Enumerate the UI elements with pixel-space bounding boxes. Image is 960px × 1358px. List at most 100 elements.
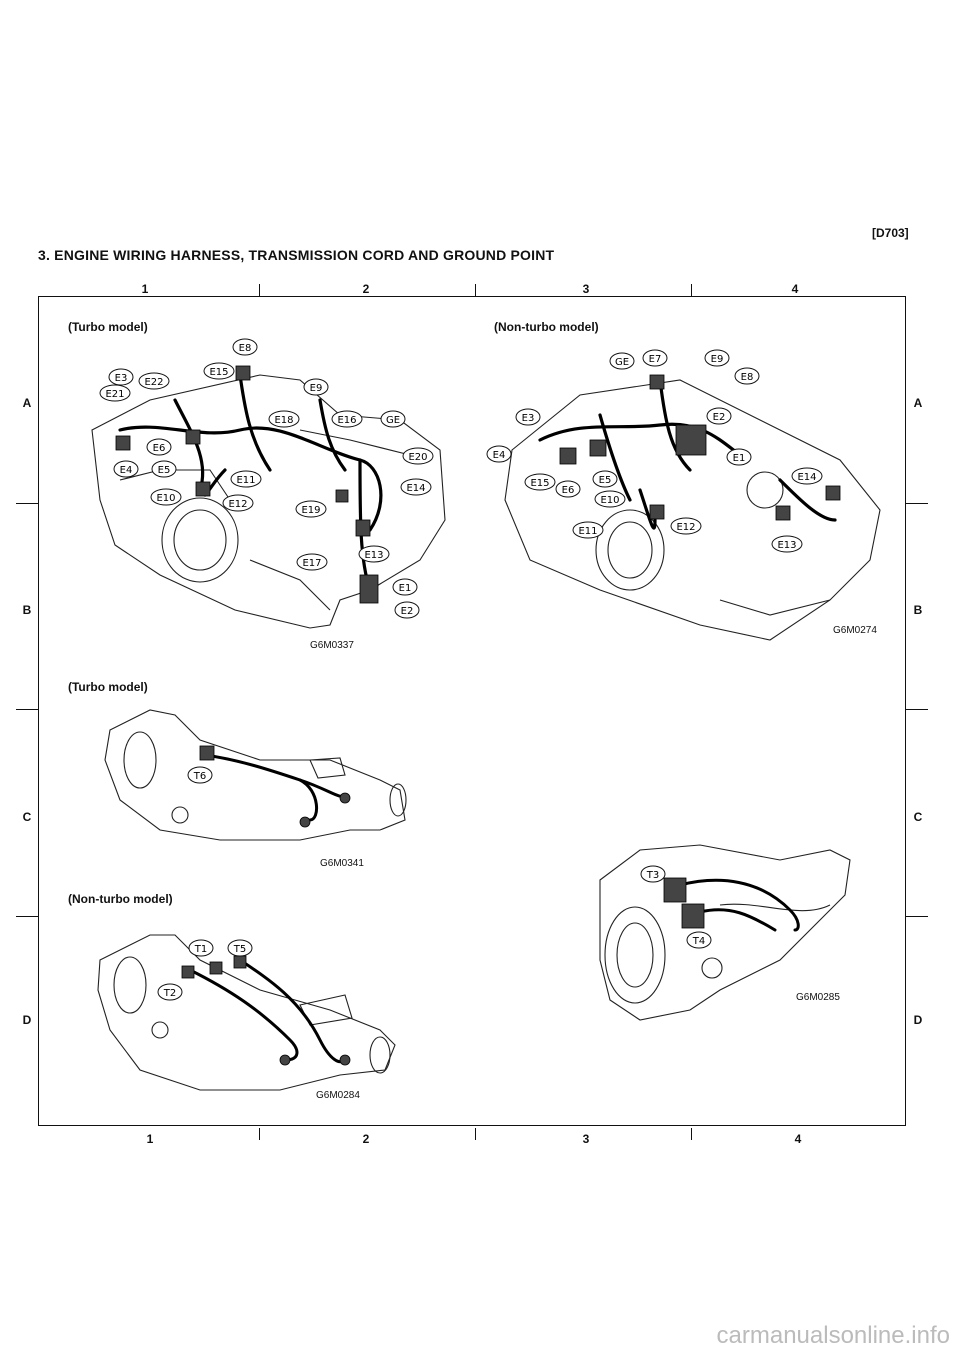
callout-label: E4: [120, 465, 133, 476]
callout-t5: T5: [227, 939, 253, 957]
callout-label: T3: [646, 870, 659, 881]
callout-label: E8: [741, 372, 754, 383]
callout-oval: [524, 473, 556, 491]
callout-label: E13: [777, 540, 796, 551]
callout-oval: [187, 766, 213, 784]
row-divider: [906, 916, 928, 917]
callout-oval: [594, 490, 626, 508]
callout-label: E15: [209, 367, 228, 378]
engine-nonturbo-label: (Non-turbo model): [494, 320, 599, 334]
callout-t6: T6: [187, 766, 213, 784]
callout-e17: E17: [296, 553, 328, 571]
engine-turbo-label: (Turbo model): [68, 320, 148, 334]
callout-oval: [146, 438, 172, 456]
callout-oval: [232, 338, 258, 356]
callout-e15: E15: [524, 473, 556, 491]
callout-oval: [686, 931, 712, 949]
callout-t3: T3: [640, 865, 666, 883]
callout-e11: E11: [572, 521, 604, 539]
page-code: [D703]: [872, 226, 909, 240]
row-divider: [16, 916, 38, 917]
callout-t1: T1: [188, 939, 214, 957]
callout-oval: [640, 865, 666, 883]
callout-e10: E10: [594, 490, 626, 508]
callout-oval: [392, 578, 418, 596]
callout-e3: E3: [515, 408, 541, 426]
row-letter-right-B: B: [913, 603, 923, 617]
col-num-top-1: 1: [141, 282, 149, 296]
callout-e5: E5: [151, 460, 177, 478]
callout-label: E18: [274, 415, 293, 426]
callout-label: E5: [599, 475, 612, 486]
callout-e2: E2: [394, 601, 420, 619]
callout-e6: E6: [146, 438, 172, 456]
callout-e12: E12: [222, 494, 254, 512]
callout-e7: E7: [642, 349, 668, 367]
trans-turbo-figure-id: G6M0341: [320, 858, 364, 869]
callout-e9: E9: [303, 378, 329, 396]
callout-oval: [268, 410, 300, 428]
col-divider: [259, 1128, 260, 1140]
callout-label: E15: [530, 478, 549, 489]
callout-e14: E14: [791, 467, 823, 485]
callout-oval: [188, 939, 214, 957]
callout-ge: GE: [380, 410, 406, 428]
col-divider: [475, 284, 476, 296]
callout-oval: [734, 367, 760, 385]
callout-label: T1: [194, 944, 207, 955]
callout-oval: [515, 408, 541, 426]
callout-oval: [402, 447, 434, 465]
callout-e20: E20: [402, 447, 434, 465]
callout-label: E17: [302, 558, 321, 569]
callout-label: E12: [228, 499, 247, 510]
callout-label: E14: [797, 472, 816, 483]
callout-label: E9: [310, 383, 323, 394]
callout-oval: [358, 545, 390, 563]
callout-e4: E4: [113, 460, 139, 478]
callout-oval: [203, 362, 235, 380]
row-letter-left-C: C: [22, 810, 32, 824]
callout-label: E2: [401, 606, 414, 617]
callout-oval: [227, 939, 253, 957]
trans-nonturbo-label: (Non-turbo model): [68, 892, 173, 906]
callout-e6: E6: [555, 480, 581, 498]
callout-oval: [642, 349, 668, 367]
row-letter-left-B: B: [22, 603, 32, 617]
page-title: 3. ENGINE WIRING HARNESS, TRANSMISSION C…: [38, 247, 555, 263]
callout-oval: [303, 378, 329, 396]
callout-oval: [380, 410, 406, 428]
row-divider: [16, 709, 38, 710]
row-letter-right-A: A: [913, 396, 923, 410]
callout-label: E9: [711, 354, 724, 365]
callout-oval: [108, 368, 134, 386]
callout-label: GE: [386, 415, 400, 426]
callout-label: E8: [239, 343, 252, 354]
col-num-bottom-2: 2: [362, 1132, 370, 1146]
callout-oval: [791, 467, 823, 485]
callout-e13: E13: [358, 545, 390, 563]
watermark: carmanualsonline.info: [716, 1322, 950, 1349]
callout-e8: E8: [232, 338, 258, 356]
callout-ge: GE: [609, 352, 635, 370]
callout-e18: E18: [268, 410, 300, 428]
diagram-frame: [38, 296, 906, 1126]
callout-t2: T2: [157, 983, 183, 1001]
col-divider: [691, 1128, 692, 1140]
callout-label: E1: [399, 583, 412, 594]
callout-oval: [99, 384, 131, 402]
callout-e19: E19: [295, 500, 327, 518]
col-divider: [691, 284, 692, 296]
trans-nonturbo-figure-id: G6M0284: [316, 1090, 360, 1101]
callout-label: E12: [676, 522, 695, 533]
callout-label: E11: [578, 526, 597, 537]
callout-oval: [726, 448, 752, 466]
callout-oval: [113, 460, 139, 478]
callout-oval: [486, 445, 512, 463]
callout-label: E3: [522, 413, 535, 424]
trans-turbo-label: (Turbo model): [68, 680, 148, 694]
callout-e4: E4: [486, 445, 512, 463]
callout-e13: E13: [771, 535, 803, 553]
